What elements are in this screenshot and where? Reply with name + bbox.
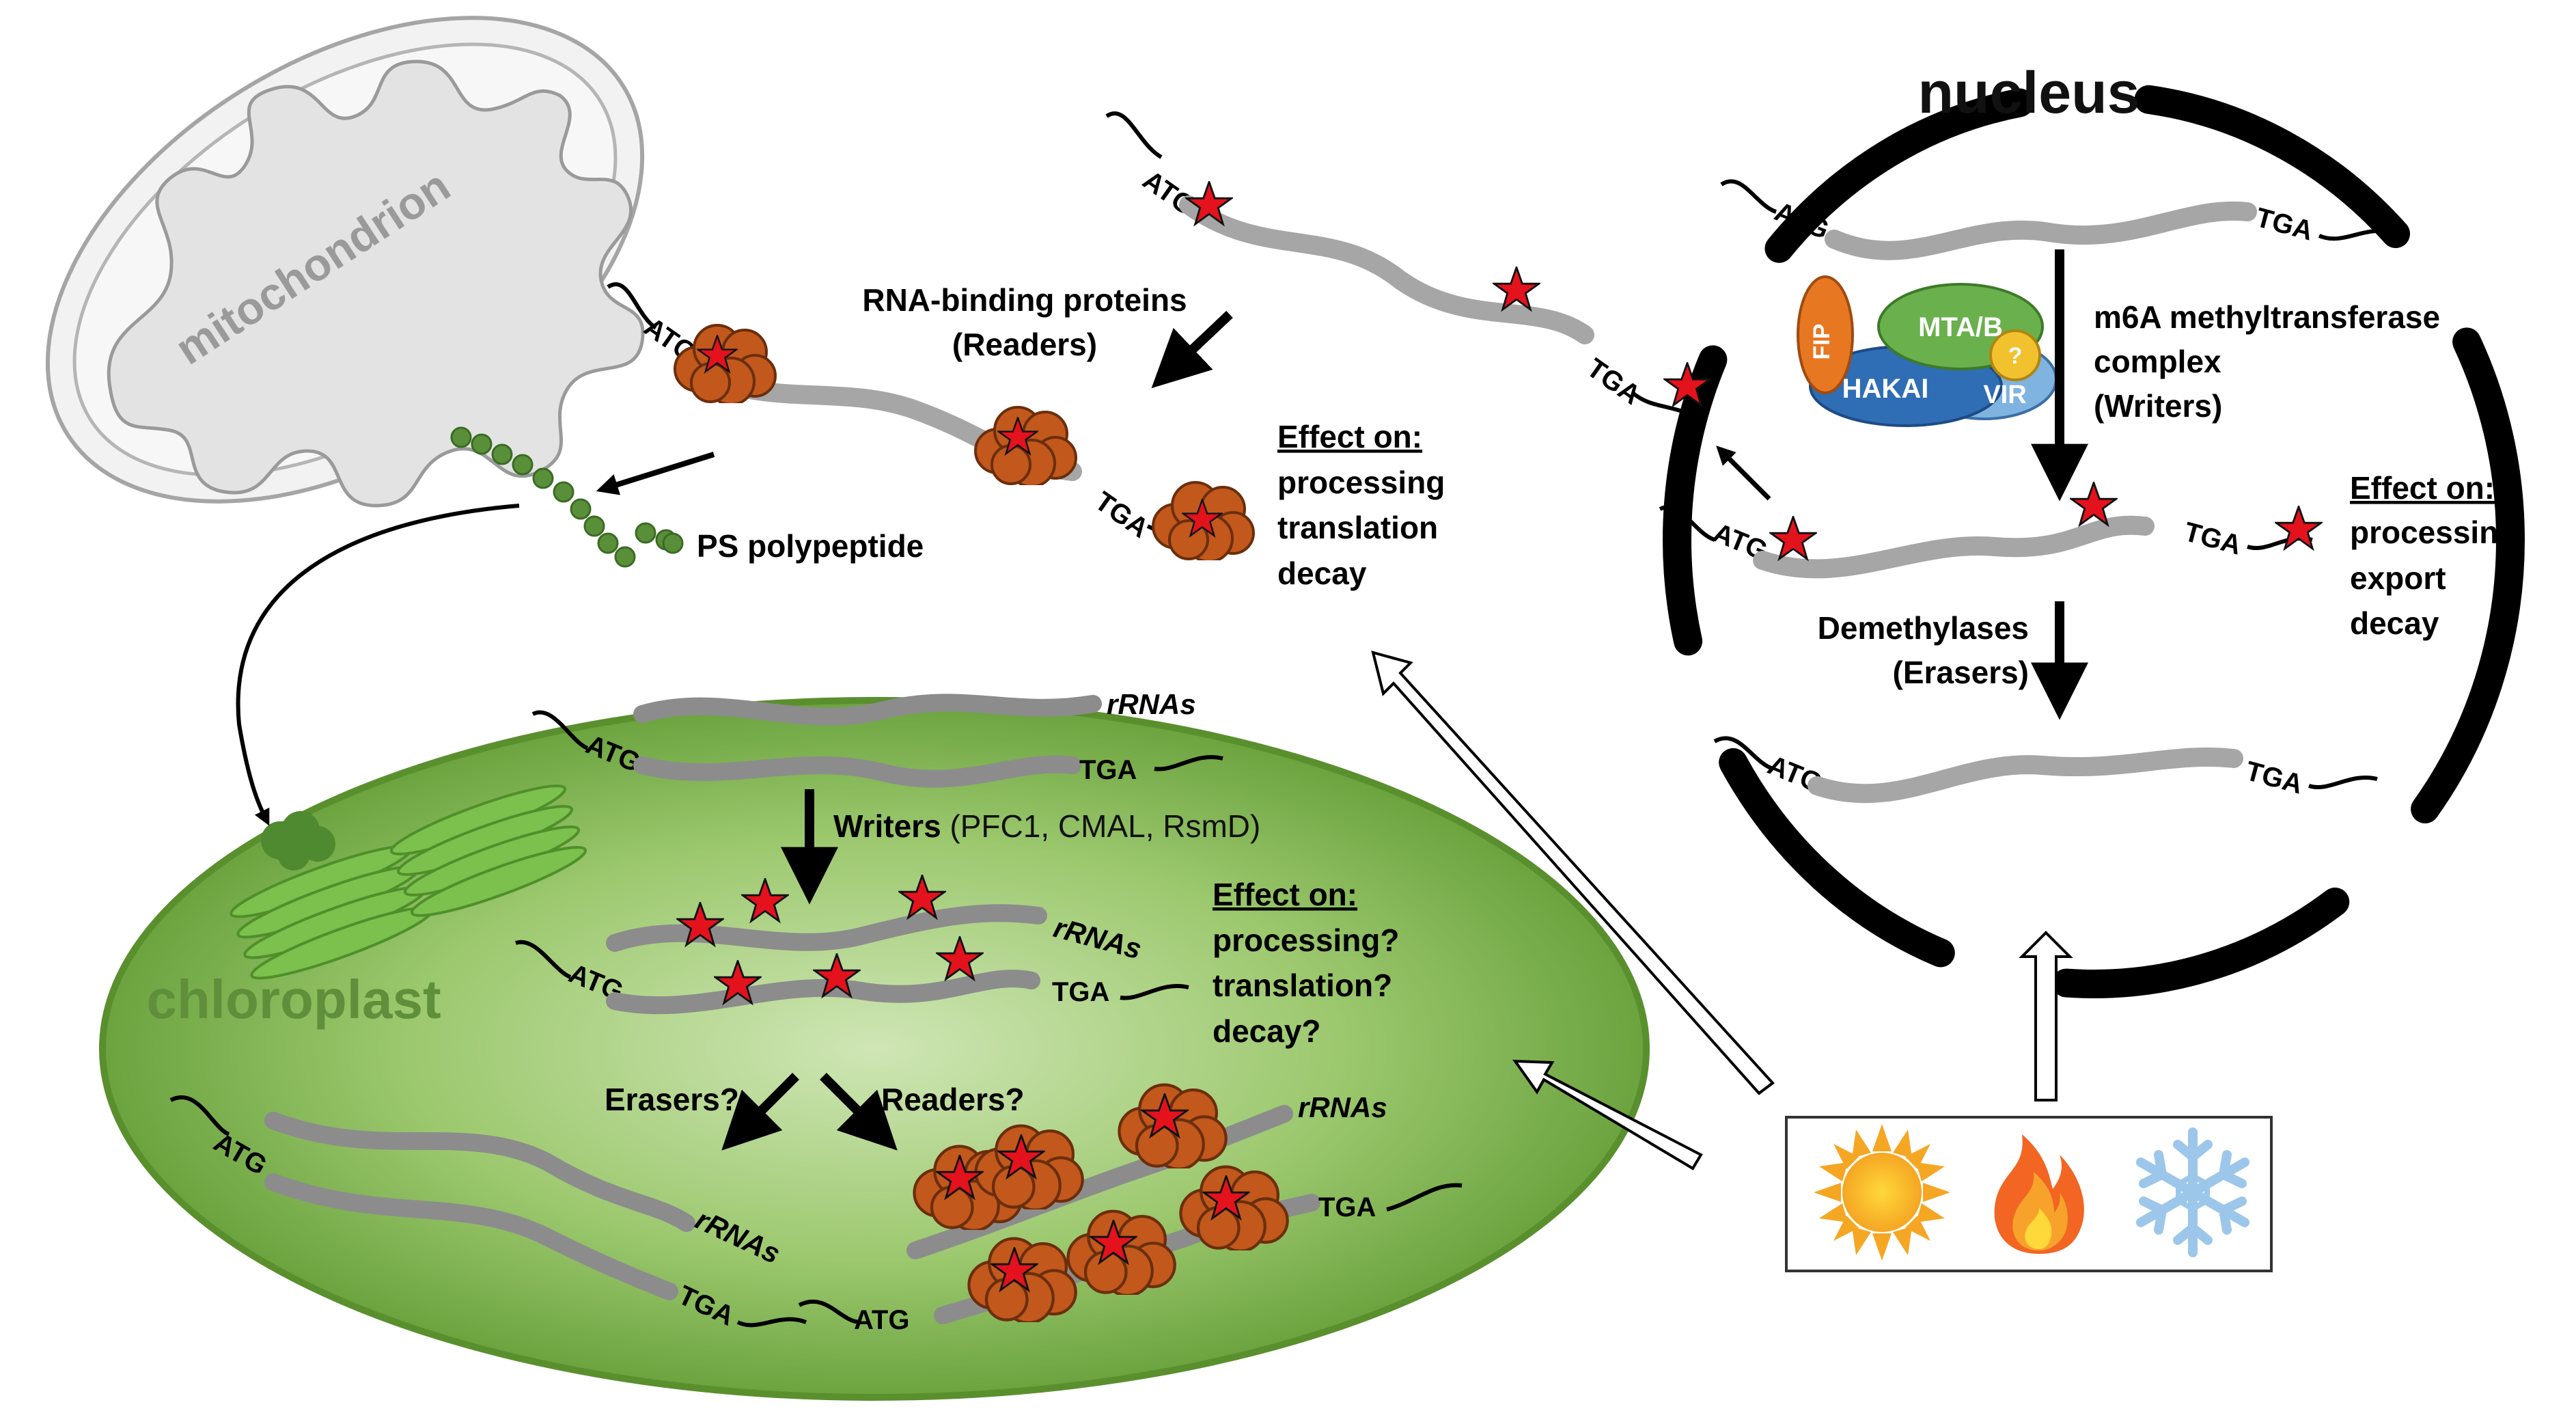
readers-arrow: [1151, 310, 1233, 389]
codon-stop: TGA: [2181, 517, 2245, 560]
import-arrow: [236, 504, 520, 826]
codon-stop: TGA: [2253, 202, 2316, 246]
chloro-readers-label: Readers?: [881, 1082, 1025, 1117]
codon-start: ATG: [854, 1305, 909, 1335]
nuclear-mrna-2: ATG TGA: [1659, 482, 2323, 579]
cytoplasm-effects: Effect on: processing translation decay: [1277, 419, 1445, 591]
imported-protein: [261, 811, 335, 871]
vir-label: VIR: [1983, 381, 2026, 409]
effect-item: decay: [2350, 605, 2439, 641]
chloro-erasers-label: Erasers?: [605, 1082, 739, 1117]
fire-icon: [1994, 1134, 2084, 1254]
codon-stop: TGA: [1079, 755, 1137, 785]
nuclear-envelope: [1663, 81, 2525, 998]
effect-title: Effect on:: [1277, 419, 1422, 454]
ps-polypeptide: [450, 426, 684, 568]
unknown-label: ?: [2008, 343, 2023, 369]
fip-label: FIP: [1809, 324, 1835, 360]
cytoplasmic-mrna-modified: ATG TGA: [1105, 111, 1711, 422]
chloroplast-transcripts-demethylated: ATG rRNAs TGA: [169, 1095, 807, 1332]
chloroplast: chloroplast: [99, 697, 1650, 1401]
chloro-writers-label: Writers (PFC1, CMAL, RsmD): [833, 808, 1260, 844]
translation-arrow: [596, 452, 715, 495]
effect-item: processing?: [1213, 922, 1400, 958]
chloroplast-transcripts-translating: rRNAs TGA ATG: [798, 1085, 1463, 1335]
effect-item: decay?: [1213, 1013, 1321, 1049]
writers-label-line1: m6A methyltransferase: [2094, 299, 2440, 335]
erasers-label-line1: Demethylases: [1818, 610, 2029, 646]
hakai-label: HAKAI: [1842, 374, 1929, 404]
effect-item: processing: [2350, 515, 2517, 550]
readers-label-line2: (Readers): [952, 327, 1097, 362]
effect-item: translation: [1277, 510, 1438, 545]
export-arrow: [1716, 446, 1771, 501]
thylakoid-stack: [230, 784, 587, 980]
rrna-label: rRNAs: [1107, 688, 1196, 720]
sun-icon: [1814, 1124, 1950, 1261]
chloroplast-effects: Effect on: processing? translation? deca…: [1213, 877, 1400, 1049]
effect-item: processing: [1277, 465, 1445, 500]
chloroplast-transcripts-methylated: rRNAs ATG TGA: [515, 875, 1189, 1015]
chloroplast-label: chloroplast: [146, 969, 441, 1030]
readers-label-line1: RNA-binding proteins: [862, 282, 1187, 318]
ps-polypeptide-label: PS polypeptide: [697, 528, 924, 564]
chloro-readers-arrow: [820, 1073, 898, 1151]
mitochondrion: mitochondrion: [45, 16, 645, 508]
codon-stop: TGA: [1581, 353, 1646, 410]
effect-item: decay: [1277, 556, 1367, 591]
codon-stop: TGA: [2243, 756, 2306, 799]
codon-stop: TGA: [1318, 1192, 1376, 1222]
nuclear-mrna-1: ATG TGA: [1720, 179, 2392, 260]
m6a-mark: [1769, 516, 1817, 560]
nucleus-effects: Effect on: processing export decay: [2350, 470, 2517, 641]
rrna-label: rRNAs: [1298, 1091, 1387, 1123]
writers-label-line2: complex: [2094, 344, 2221, 379]
writers-label-line3: (Writers): [2094, 388, 2222, 424]
methyltransferase-complex: FIP MTA/B HAKAI VIR ?: [1797, 275, 2058, 427]
nuclear-mrna-3: ATG TGA: [1713, 736, 2378, 804]
snowflake-icon: [2136, 1127, 2249, 1257]
effect-item: export: [2350, 560, 2446, 596]
cytoplasmic-mrna-translating: ATG TGA: [607, 282, 1255, 560]
codon-stop: TGA: [1090, 486, 1154, 543]
mta-label: MTA/B: [1918, 312, 2003, 342]
effect-title: Effect on:: [2350, 470, 2495, 506]
codon-stop: TGA: [1052, 977, 1109, 1007]
nucleus-label: nucleus: [1918, 60, 2140, 126]
hollow-arrows: [1371, 651, 2073, 1170]
effect-title: Effect on:: [1213, 877, 1357, 912]
effect-item: translation?: [1213, 968, 1392, 1003]
erasers-label-line2: (Erasers): [1893, 655, 2029, 690]
chloro-erasers-arrow: [721, 1073, 799, 1151]
